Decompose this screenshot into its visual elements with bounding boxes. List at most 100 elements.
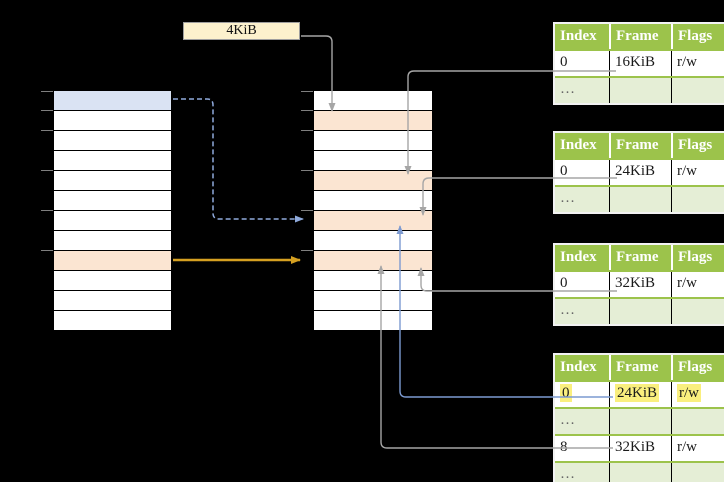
frame-table-header-cell: Index <box>560 359 597 375</box>
frame-table-header-cell: Frame <box>609 133 671 158</box>
stack-row-white <box>314 311 432 331</box>
frame-table-cell: 0 <box>560 275 568 291</box>
frame-table-cell: 32KiB <box>609 436 671 461</box>
highlighted-text: 0 <box>560 384 572 402</box>
frame-table-header-cell: Index <box>560 28 597 44</box>
frame-table-cell: 0 <box>560 163 568 179</box>
frame-table-row: … <box>555 297 724 324</box>
frame-table-header-cell: Flags <box>671 245 724 270</box>
frame-table-header-cell: Frame <box>609 24 671 49</box>
stack-row-white <box>314 151 432 171</box>
frame-table-cell <box>671 409 724 434</box>
stack-row-white <box>54 111 171 131</box>
frame-table-header-cell: Frame <box>609 355 671 380</box>
frame-table-cell: … <box>560 190 575 206</box>
frame-table-cell <box>609 78 671 103</box>
frame-table-cell: 0 <box>560 54 568 70</box>
address-tick <box>41 250 53 251</box>
frame-table-row: … <box>555 185 724 212</box>
stack-row-white <box>54 291 171 311</box>
frame-table-header-cell: Index <box>560 137 597 153</box>
frame-table-header-cell: Frame <box>609 245 671 270</box>
frame-table-cell: 24KiB <box>609 382 671 407</box>
address-tick <box>301 170 313 171</box>
stack-row-orange <box>314 171 432 191</box>
stack-row-orange <box>54 251 171 271</box>
stack-row-white <box>54 171 171 191</box>
frame-table-row: … <box>555 407 724 434</box>
stack-row-white <box>54 151 171 171</box>
address-tick <box>41 110 53 111</box>
stack-row-blue <box>54 91 171 111</box>
frame-table-row: … <box>555 461 724 482</box>
stack-row-orange <box>314 251 432 271</box>
stack-row-white <box>54 191 171 211</box>
frame-table-cell <box>671 187 724 212</box>
frame-table-cell <box>671 463 724 482</box>
frame-table-cell: r/w <box>671 272 724 297</box>
address-tick <box>301 110 313 111</box>
frame-table-row: 0 24KiB r/w <box>555 380 724 407</box>
frame-table-header-cell: Flags <box>671 24 724 49</box>
stack-row-orange <box>314 211 432 231</box>
address-tick <box>301 250 313 251</box>
frame-table-cell <box>671 299 724 324</box>
page-size-label: 4KiB <box>226 23 257 38</box>
frame-table-cell <box>609 409 671 434</box>
frame-table-cell: r/w <box>671 51 724 76</box>
frame-table-header-cell: Flags <box>671 133 724 158</box>
frame-table-cell: … <box>560 466 575 482</box>
frame-table-cell: 0 <box>555 382 609 407</box>
frame-table-cell: … <box>560 81 575 97</box>
frame-table-header-cell: Flags <box>671 355 724 380</box>
stack-row-white <box>314 231 432 251</box>
stack-row-white <box>54 131 171 151</box>
stack-row-white <box>314 131 432 151</box>
frame-table-cell <box>609 299 671 324</box>
frame-table-cell: r/w <box>671 436 724 461</box>
stack-row-white <box>54 311 171 331</box>
frame-table-row: … <box>555 76 724 103</box>
stack-row-white <box>314 191 432 211</box>
frame-table-cell <box>671 78 724 103</box>
stack-row-white <box>54 211 171 231</box>
address-tick <box>301 130 313 131</box>
stack-row-orange <box>314 111 432 131</box>
arrow-virtualrow1-to-pagetable-row7-dashed <box>173 98 304 223</box>
frame-table-cell: r/w <box>671 160 724 185</box>
frame-table-cell <box>609 463 671 482</box>
stack-row-white <box>314 91 432 111</box>
address-tick <box>41 91 53 92</box>
stack-row-white <box>314 271 432 291</box>
frame-table-header-cell: Index <box>560 249 597 265</box>
stack-row-white <box>54 231 171 251</box>
address-tick <box>41 130 53 131</box>
highlighted-text: r/w <box>677 384 701 402</box>
stack-row-white <box>314 291 432 311</box>
frame-table-cell: 8 <box>560 439 568 455</box>
virtual-address-space-table <box>41 90 172 331</box>
frame-table-cell: r/w <box>671 382 724 407</box>
frame-table-cell: 16KiB <box>609 51 671 76</box>
frame-table-cell: … <box>560 412 575 428</box>
address-tick <box>41 170 53 171</box>
frame-table-cell: … <box>560 302 575 318</box>
highlighted-text: 24KiB <box>615 384 660 402</box>
frame-table-cell <box>609 187 671 212</box>
frame-table-cell: 32KiB <box>609 272 671 297</box>
page-size-box: 4KiB <box>183 22 300 40</box>
frame-table-cell: 24KiB <box>609 160 671 185</box>
